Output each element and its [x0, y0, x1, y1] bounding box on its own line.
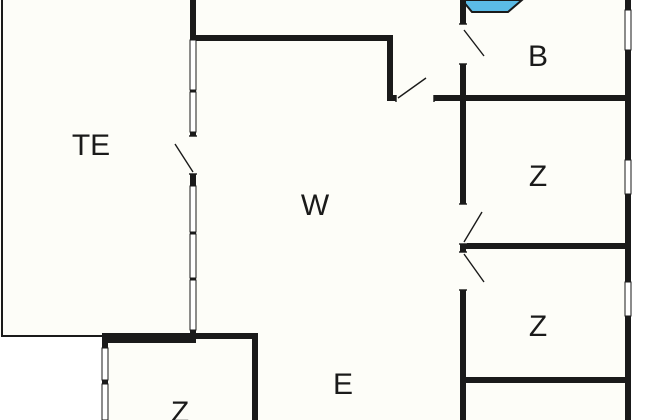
door-bedroom2-swing [463, 253, 485, 283]
floor-areas [0, 0, 628, 420]
door-openings [189, 24, 467, 290]
doors [174, 23, 485, 291]
door-living-swing [397, 77, 427, 99]
room-label-entrance: E [333, 368, 353, 401]
room-labels: TE W E B Z Z Z [72, 40, 548, 420]
windows [101, 9, 632, 420]
room-label-terrace: TE [72, 129, 110, 162]
room-label-bedroom-2: Z [529, 310, 547, 343]
door-bath-swing [463, 29, 485, 57]
room-label-bath: B [528, 40, 548, 73]
room-label-living: W [301, 189, 330, 222]
room-label-bedroom-1: Z [529, 160, 547, 193]
door-bedroom1-swing [463, 211, 483, 243]
room-label-bedroom-3: Z [171, 396, 189, 420]
door-terrace-swing [174, 143, 194, 173]
water-feature [460, 0, 524, 13]
